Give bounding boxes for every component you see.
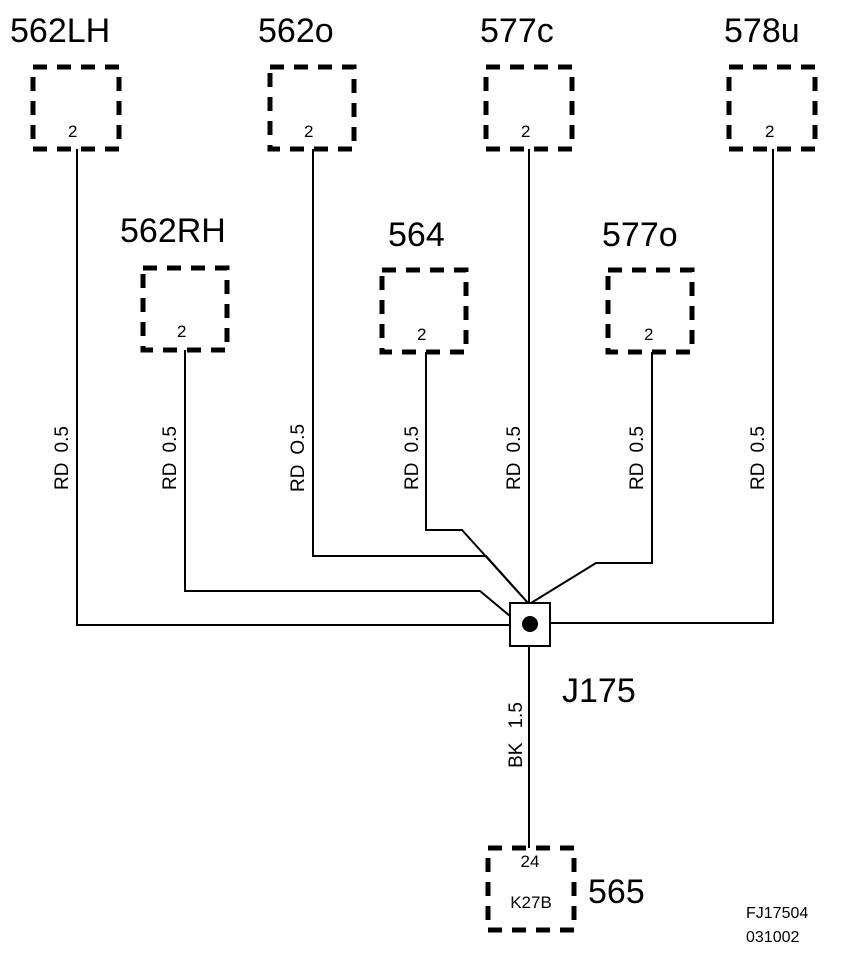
connector-box <box>30 64 122 152</box>
wire-spec-label: RD0.5 <box>504 426 525 490</box>
wire-spec-label: RD0.5 <box>627 426 648 490</box>
connector-577o[interactable]: 577o 2 <box>602 216 695 355</box>
connector-code: K27B <box>510 893 552 912</box>
connector-label: 564 <box>388 216 445 254</box>
connector-box <box>267 64 357 152</box>
connector-box <box>605 267 695 355</box>
wire-spec-label: RD0.5 <box>52 426 73 490</box>
pin-number: 2 <box>521 122 530 141</box>
wire-label-ground: BK1.5 <box>506 702 527 768</box>
connector-box <box>140 265 230 353</box>
wire-spec-label: RD0.5 <box>402 426 423 490</box>
connector-box <box>379 267 469 355</box>
wire-spec-label: BK1.5 <box>506 702 527 768</box>
wire-562RH <box>184 350 511 617</box>
junction-label: J175 <box>562 672 636 710</box>
wire-spec-label: RD0.5 <box>748 426 769 490</box>
wire-label-562o: RDO.5 <box>288 424 309 492</box>
pin-number: 2 <box>644 325 653 344</box>
wire-562LH <box>76 149 510 626</box>
connector-562LH[interactable]: 562LH 2 <box>10 12 122 152</box>
wire-spec-label: RDO.5 <box>288 424 309 492</box>
wire-564 <box>425 352 529 604</box>
connector-label: 577c <box>480 12 554 50</box>
connector-box <box>483 64 575 152</box>
pin-number: 2 <box>68 122 77 141</box>
wire-label-564: RD0.5 <box>402 426 423 490</box>
connector-578u[interactable]: 578u 2 <box>724 12 818 152</box>
figure-reference: FJ17504 <box>746 905 808 922</box>
wire-label-577o: RD0.5 <box>627 426 648 490</box>
wire-spec-label: RD0.5 <box>160 426 181 490</box>
pin-number: 2 <box>417 325 426 344</box>
wire-578u <box>550 149 774 624</box>
pin-number: 2 <box>765 122 774 141</box>
wire-label-577c: RD0.5 <box>504 426 525 490</box>
connector-label: 562LH <box>10 12 110 50</box>
connector-label: 562RH <box>120 212 226 250</box>
junction-J175[interactable]: J175 <box>509 602 636 710</box>
connector-564[interactable]: 564 2 <box>379 216 469 355</box>
wire-label-578u: RD0.5 <box>748 426 769 490</box>
connector-label: 577o <box>602 216 678 254</box>
connector-label: 578u <box>724 12 800 50</box>
connector-label: 562o <box>258 12 334 50</box>
wire-label-562RH: RD0.5 <box>160 426 181 490</box>
pin-number: 2 <box>177 322 186 341</box>
connector-562o[interactable]: 562o 2 <box>258 12 357 152</box>
connector-577c[interactable]: 577c 2 <box>480 12 575 152</box>
pin-number: 24 <box>521 852 540 871</box>
pin-number: 2 <box>304 122 313 141</box>
connector-label: 565 <box>588 873 645 911</box>
wire-label-562LH: RD0.5 <box>52 426 73 490</box>
wire-577o <box>530 352 653 604</box>
connector-562RH[interactable]: 562RH 2 <box>120 212 230 353</box>
connector-box <box>485 845 577 933</box>
connector-565[interactable]: 24 K27B 565 <box>485 845 645 933</box>
figure-date: 031002 <box>746 929 799 946</box>
connector-box <box>726 64 818 152</box>
junction-dot <box>522 616 538 632</box>
